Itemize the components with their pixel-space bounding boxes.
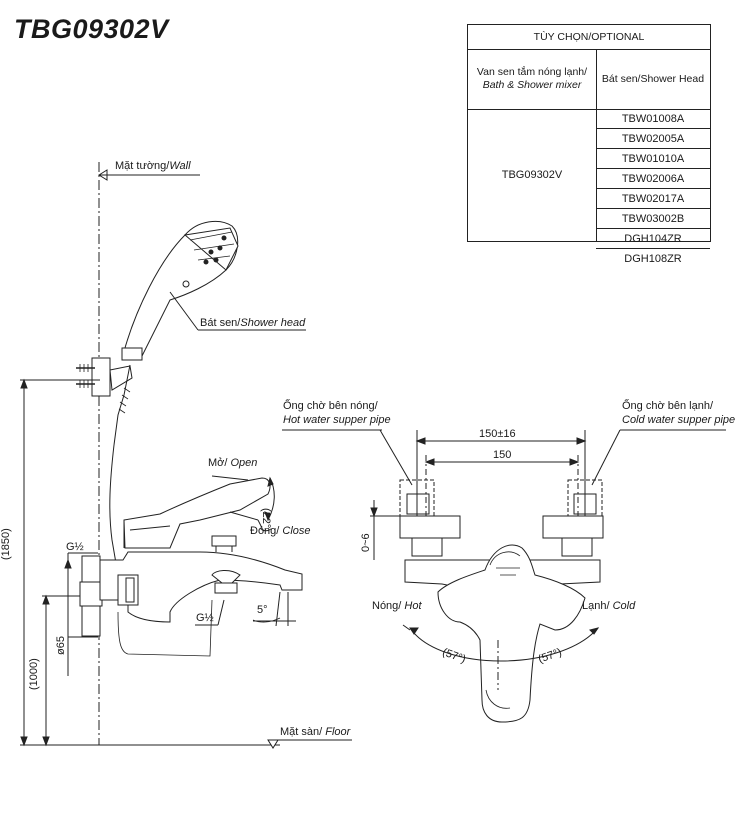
shower-head-cell: TBW02017A	[596, 189, 710, 209]
spacing-label: 150	[493, 449, 512, 461]
hot-label-vi: Nóng/	[372, 600, 405, 612]
lever-angle-label: (22°)	[260, 508, 272, 532]
open-label-vi: Mở/	[208, 457, 231, 469]
floor-label-en: Floor	[325, 726, 351, 738]
height-total-label: (1850)	[0, 528, 12, 560]
close-label-en: Close	[282, 525, 311, 537]
open-label-en: Open	[230, 457, 258, 469]
optional-table: TÙY CHỌN/OPTIONAL Van sen tắm nóng lạnh/…	[467, 24, 711, 265]
height-mixer-label: (1000)	[28, 658, 40, 690]
shower-head	[121, 220, 239, 361]
cold-label: Lạnh/ Cold	[582, 600, 635, 612]
floor-label-vi: Mặt sàn/	[280, 726, 326, 738]
thread-label-2: G½	[196, 612, 214, 624]
cold-label-en: Cold	[612, 600, 636, 612]
shower-head-cell: TBW01010A	[596, 149, 710, 169]
shower-holder	[76, 357, 133, 397]
shower-head-leader	[169, 291, 199, 331]
shower-head-label-en: Shower head	[240, 317, 306, 329]
shower-head-label: Bát sen/Shower head	[200, 317, 305, 329]
mixer-column-header-en: Bath & Shower mixer	[482, 79, 582, 91]
diameter-label: ø65	[55, 636, 67, 655]
shower-head-list: TBW01008A TBW02005A TBW01010A TBW02006A …	[596, 109, 710, 265]
hot-pipe-label-en: Hot water supper pipe	[283, 414, 391, 426]
mixer-model-cell: TBG09302V	[468, 109, 597, 241]
hot-label-en: Hot	[404, 600, 422, 612]
wall-label-vi: Mặt tường/	[115, 160, 170, 172]
shower-head-cell: DGH108ZR	[624, 253, 682, 265]
shower-head-cell: TBW03002B	[596, 209, 710, 229]
close-label: Đóng/ Close	[250, 525, 311, 537]
thread-label-1: G½	[66, 541, 84, 553]
spout-angle-label: 5°	[257, 604, 268, 616]
shower-hose	[109, 364, 131, 576]
cold-pipe-label-en: Cold water supper pipe	[622, 414, 736, 426]
shower-head-cell: TBW01008A	[596, 109, 710, 129]
mixer-body-side	[99, 477, 303, 657]
open-label: Mở/ Open	[208, 457, 257, 469]
cold-pipe-label-vi: Ống chờ bên lạnh/	[622, 400, 713, 412]
wall-label: Mặt tường/Wall	[115, 160, 191, 172]
shower-head-column-header: Bát sen/Shower Head	[596, 49, 710, 110]
hot-label: Nóng/ Hot	[372, 600, 422, 612]
wall-label-en: Wall	[169, 160, 191, 172]
handle-angle-arc	[409, 627, 599, 662]
depth-range-label: 0~6	[360, 533, 372, 552]
shower-head-cell: DGH104ZR	[596, 229, 710, 249]
model-title: TBG09302V	[14, 14, 169, 44]
mixer-column-header-vi: Van sen tắm nóng lạnh/	[476, 66, 588, 78]
cold-label-vi: Lạnh/	[582, 600, 613, 612]
mixer-column-header: Van sen tắm nóng lạnh/ Bath & Shower mix…	[468, 49, 597, 110]
optional-table-header: TÙY CHỌN/OPTIONAL	[468, 25, 710, 50]
close-label-vi: Đóng/	[250, 525, 283, 537]
shower-head-label-vi: Bát sen/	[200, 317, 241, 329]
hot-pipe-label-vi: Ống chờ bên nóng/	[283, 400, 378, 412]
floor-marker	[267, 739, 279, 749]
wall-flange	[79, 555, 103, 637]
shower-head-cell: TBW02005A	[596, 129, 710, 149]
spacing-tol-label: 150±16	[479, 428, 516, 440]
mixer-front-view	[282, 429, 726, 723]
shower-head-cell: TBW02006A	[596, 169, 710, 189]
floor-label: Mặt sàn/ Floor	[280, 726, 350, 738]
